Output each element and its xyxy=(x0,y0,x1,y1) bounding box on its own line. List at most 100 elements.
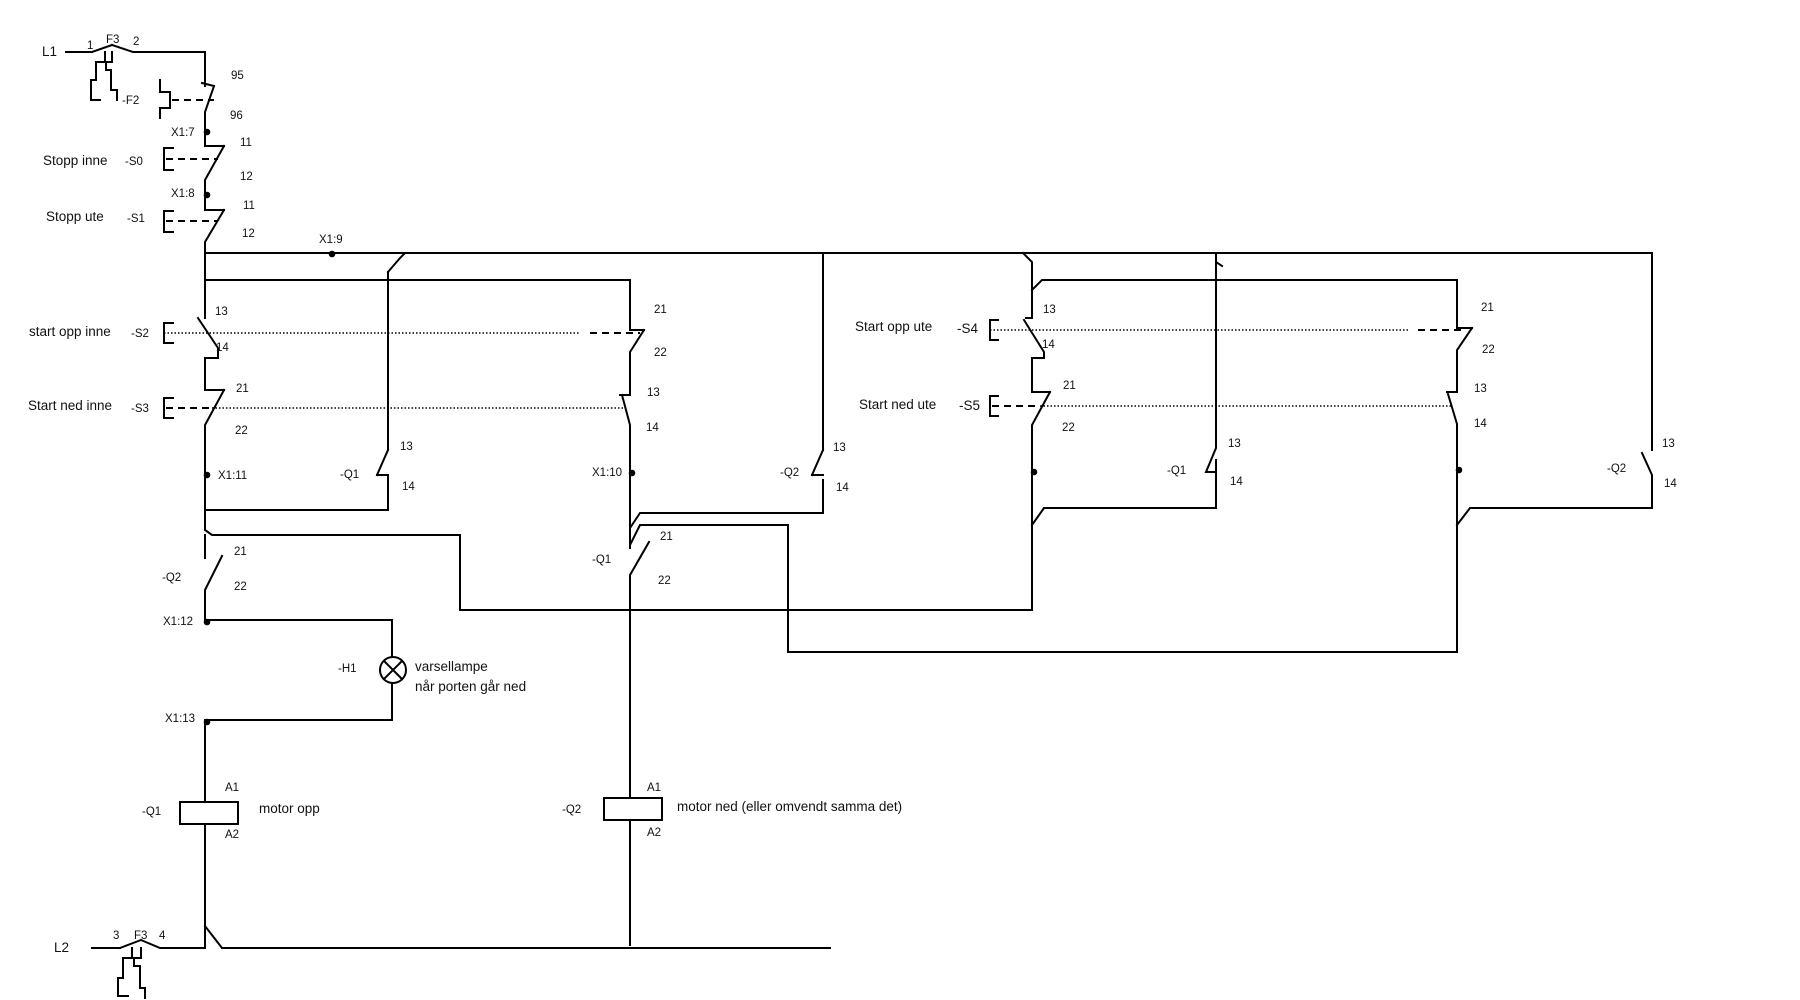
label-s1-12: 12 xyxy=(242,228,255,240)
label-s3-13: 13 xyxy=(647,387,660,399)
label-s2-22: 22 xyxy=(654,347,667,359)
label-motor-opp: motor opp xyxy=(259,801,320,816)
label-q1-a1: A1 xyxy=(225,782,239,794)
label-f3-4: 4 xyxy=(159,930,166,942)
label-s5-13: 13 xyxy=(1474,383,1487,395)
label-q1-hold: -Q1 xyxy=(340,469,359,481)
node-x1-12 xyxy=(203,618,211,626)
s5-no-contact xyxy=(1446,391,1458,471)
label-q2-coil: -Q2 xyxy=(562,804,581,816)
label-s5-22: 22 xyxy=(1062,422,1075,434)
junction-nodes xyxy=(203,128,1463,726)
label-q2-13: 13 xyxy=(833,442,846,454)
label-q2-right-14: 14 xyxy=(1664,478,1677,490)
label-q2-a2: A2 xyxy=(647,827,661,839)
label-h1: -H1 xyxy=(338,663,357,675)
q2-self-hold xyxy=(810,252,825,477)
label-s3-22: 22 xyxy=(235,425,248,437)
s3-no-contact xyxy=(619,393,631,474)
node-x1-11 xyxy=(203,471,211,479)
q2-nc-wire xyxy=(204,504,1033,611)
label-f2: -F2 xyxy=(122,95,139,107)
q1-nc-wire xyxy=(629,504,1458,653)
label-q2-hold: -Q2 xyxy=(780,467,799,479)
label-q2-14: 14 xyxy=(836,482,849,494)
label-95: 95 xyxy=(231,70,244,82)
label-q1-right-13: 13 xyxy=(1228,438,1241,450)
l2-wire xyxy=(91,924,831,950)
s4-column-top xyxy=(1030,279,1458,319)
s0-bracket xyxy=(163,147,174,171)
label-s4-21: 21 xyxy=(1481,302,1494,314)
label-x1-13: X1:13 xyxy=(165,713,195,725)
label-q1-right-14: 14 xyxy=(1230,476,1243,488)
node-s5-col xyxy=(1455,466,1463,474)
left-col-s2 xyxy=(196,279,219,359)
label-q1-right: -Q1 xyxy=(1167,465,1186,477)
label-q1-coil: -Q1 xyxy=(142,806,161,818)
node-s4-col xyxy=(1030,468,1038,476)
label-s0-12: 12 xyxy=(240,171,253,183)
label-q2-right: -Q2 xyxy=(1607,463,1626,475)
wiring xyxy=(65,43,1653,999)
label-s5: -S5 xyxy=(959,398,980,413)
node-x1-8 xyxy=(203,191,211,199)
q2-coil xyxy=(603,797,663,821)
q1-coil xyxy=(179,801,239,825)
label-q2-right-13: 13 xyxy=(1662,438,1675,450)
f2-thermal-icon xyxy=(159,79,171,119)
f3-top-thermal-icon xyxy=(90,51,118,101)
main-bus xyxy=(204,252,1653,451)
x1-11-wire xyxy=(204,472,389,511)
label-f3-top: F3 xyxy=(106,34,119,46)
label-x1-11: X1:11 xyxy=(218,470,247,482)
label-x1-12: X1:12 xyxy=(163,616,193,628)
label-q1-14: 14 xyxy=(402,481,415,493)
label-s5-21: 21 xyxy=(1063,380,1076,392)
node-x1-13 xyxy=(203,718,211,726)
label-x1-8: X1:8 xyxy=(171,188,195,200)
node-x1-10 xyxy=(628,469,636,477)
label-start-ned-ute: Start ned ute xyxy=(859,397,936,412)
label-f3-1: 1 xyxy=(87,40,93,52)
node-x1-9 xyxy=(328,250,336,258)
label-lamp-1: varsellampe xyxy=(415,659,488,674)
q1-right-self-hold xyxy=(1204,252,1217,473)
label-start-opp-ute: Start opp ute xyxy=(855,319,932,334)
label-s3-21: 21 xyxy=(236,383,249,395)
label-q2-nc: -Q2 xyxy=(162,572,181,584)
label-s4-14: 14 xyxy=(1042,339,1055,351)
bus-jog-1 xyxy=(386,251,407,274)
label-q2-21: 21 xyxy=(234,546,247,558)
s3-contact xyxy=(204,388,226,474)
s4-no-contact xyxy=(1022,317,1045,359)
label-s2: -S2 xyxy=(131,328,149,340)
label-s2-14: 14 xyxy=(216,342,229,354)
s5-bracket xyxy=(989,395,999,417)
label-s4-13: 13 xyxy=(1043,304,1056,316)
label-s4-22: 22 xyxy=(1482,344,1495,356)
label-x1-7: X1:7 xyxy=(171,127,195,139)
label-s2-13: 13 xyxy=(215,306,228,318)
label-q1-21: 21 xyxy=(660,531,673,543)
label-l2: L2 xyxy=(54,940,69,955)
label-q1-a2: A2 xyxy=(225,829,239,841)
label-stopp-ute: Stopp ute xyxy=(46,209,104,224)
bus-jog-2 xyxy=(1021,251,1033,286)
label-s2-21: 21 xyxy=(654,304,667,316)
x1-12-wire xyxy=(204,619,393,659)
label-q1-13: 13 xyxy=(400,441,413,453)
label-s1: -S1 xyxy=(127,213,145,225)
label-start-opp-inne: start opp inne xyxy=(29,324,111,339)
l1-wire xyxy=(65,43,206,76)
s0-contact xyxy=(204,129,226,194)
x1-10-wire xyxy=(629,472,824,532)
label-stopp-inne: Stopp inne xyxy=(43,153,108,168)
label-s3-14: 14 xyxy=(646,422,659,434)
left-col-top xyxy=(204,252,631,319)
label-motor-ned: motor ned (eller omvendt samma det) xyxy=(677,799,902,814)
label-f3-3: 3 xyxy=(113,930,119,942)
s3-bracket xyxy=(163,397,174,419)
label-x1-10: X1:10 xyxy=(592,467,622,479)
